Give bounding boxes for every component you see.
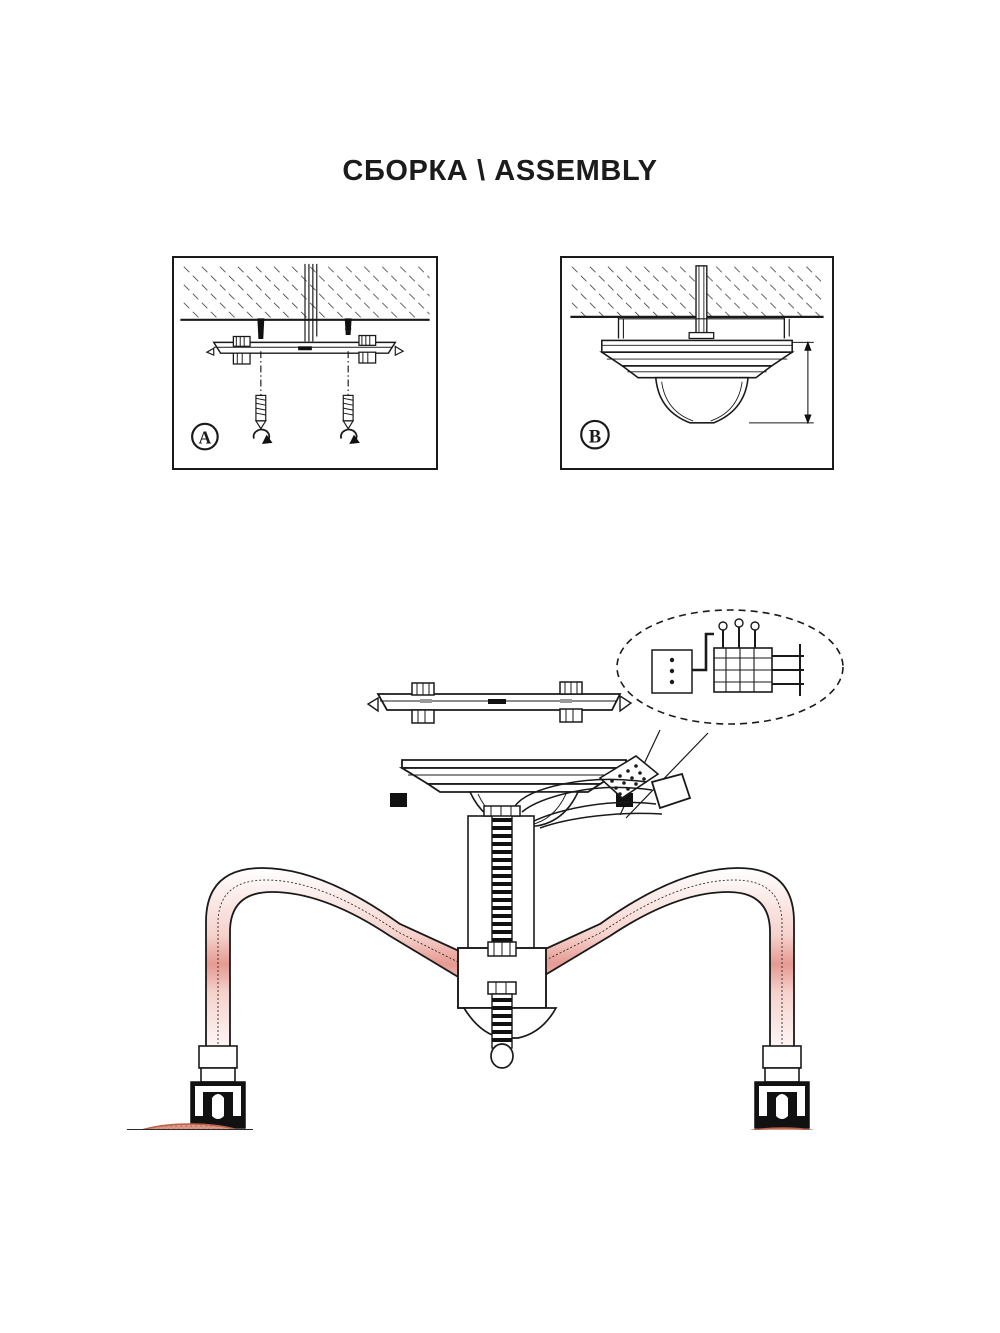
right-arm [529, 867, 802, 1069]
step-badge-a-label: A [199, 427, 212, 447]
bar-nut-left [232, 335, 251, 365]
lamp-shade-right [750, 1127, 814, 1130]
internal-wiring [514, 778, 663, 829]
assembly-drawing [127, 609, 844, 1130]
ceiling-anchor-left [257, 318, 265, 339]
supply-cable [304, 263, 318, 342]
center-body [457, 941, 558, 1069]
callout-output-leads [772, 644, 804, 696]
drop-rod [688, 265, 715, 340]
dimension-indicator [749, 340, 814, 425]
step-panel-b: B [560, 256, 834, 470]
step-panels-row: A [0, 256, 1000, 472]
right-lamp [750, 1067, 814, 1130]
wiring-callout [616, 609, 844, 819]
screw-thread-right [342, 394, 355, 430]
threaded-rod [467, 805, 535, 961]
mounting-bar-hidden [617, 316, 790, 339]
callout-terminal-pins [718, 618, 760, 648]
lamp-socket-left [190, 1081, 246, 1129]
ceiling-anchor-right [344, 318, 352, 336]
callout-terminal-strip [713, 647, 773, 693]
bar-nut-right [358, 334, 377, 364]
canopy-plate [599, 339, 795, 379]
callout-connector [651, 649, 693, 694]
left-lamp [127, 1067, 253, 1130]
panel-a-drawing: A [180, 263, 430, 451]
mounting-bar [366, 681, 633, 724]
step-badge-b: B [580, 419, 610, 450]
lamp-socket-right [754, 1081, 810, 1129]
mounting-bar [205, 341, 405, 357]
page-title: СБОРКА \ ASSEMBLY [342, 155, 658, 187]
bar-nut-right [559, 681, 583, 723]
left-arm [198, 867, 471, 1069]
bar-nut-left [411, 682, 435, 724]
step-badge-b-label: B [589, 426, 601, 447]
fixing-screw-left [252, 351, 273, 445]
panel-b-drawing: B [570, 265, 824, 450]
fixing-screw-right [340, 351, 360, 445]
lamp-shade-left [139, 1123, 241, 1130]
canopy [398, 759, 630, 827]
step-badge-a: A [191, 422, 219, 451]
step-panel-a: A [172, 256, 438, 470]
screw-thread-left [254, 394, 267, 430]
exploded-assembly-view [60, 570, 940, 1130]
diffuser-bowl [654, 376, 749, 424]
